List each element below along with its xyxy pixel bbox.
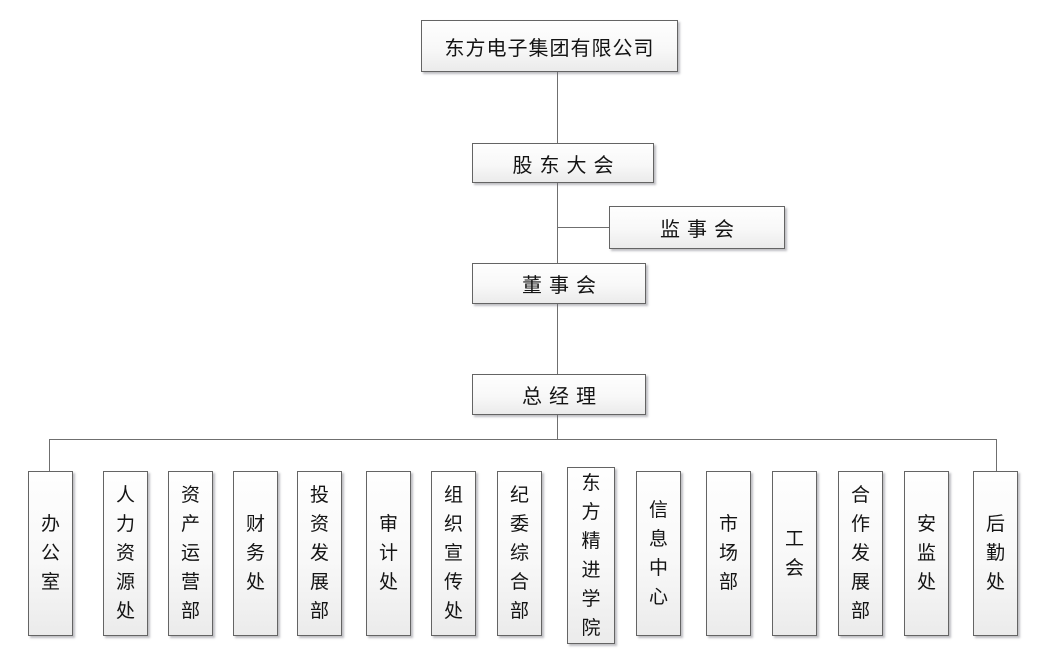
org-node-supervisory-board-label: 监事会: [660, 219, 741, 241]
connector-gm-to-rail: [557, 415, 558, 439]
org-node-general-manager: 总经理: [472, 374, 646, 415]
org-node-company-label: 东方电子集团有限公司: [444, 37, 655, 60]
department-label-char: 投: [309, 485, 329, 506]
department-label-char: 合: [509, 572, 529, 593]
department-label-char: 发: [309, 543, 329, 564]
org-node-board-of-directors: 董事会: [472, 263, 646, 304]
department-node-12: 工会: [772, 471, 817, 636]
department-label-char: 场: [718, 543, 738, 564]
department-label-char: 会: [784, 557, 804, 579]
connector-department-rail: [49, 439, 997, 440]
department-label-char: 展: [309, 572, 329, 593]
department-node-4: 财务处: [233, 471, 278, 636]
department-label-char: 展: [850, 572, 870, 593]
department-label-char: 力: [115, 514, 135, 535]
department-label-char: 资: [309, 514, 329, 535]
department-label-char: 办: [40, 514, 60, 535]
department-label-char: 营: [180, 572, 200, 593]
department-node-9: 东方精进学院: [567, 467, 615, 644]
org-node-general-manager-label: 总经理: [522, 386, 603, 408]
department-label-char: 部: [509, 601, 529, 622]
department-node-3: 资产运营部: [168, 471, 213, 636]
department-node-5: 投资发展部: [297, 471, 342, 636]
department-label-char: 部: [180, 601, 200, 622]
department-label-char: 作: [850, 514, 870, 535]
department-label-char: 合: [850, 485, 870, 506]
department-label-char: 产: [180, 514, 200, 535]
department-label-char: 勤: [985, 543, 1005, 564]
department-label-char: 进: [581, 559, 601, 581]
department-label-char: 部: [309, 601, 329, 622]
department-node-1: 办公室: [28, 471, 73, 636]
department-label-char: 综: [509, 543, 529, 564]
department-label-char: 处: [985, 572, 1005, 593]
department-node-15: 后勤处: [973, 471, 1018, 636]
department-label-char: 后: [985, 514, 1005, 535]
department-label-char: 工: [784, 528, 804, 550]
department-label-char: 中: [648, 557, 668, 579]
org-node-board-of-directors-label: 董事会: [522, 275, 603, 297]
department-node-13: 合作发展部: [838, 471, 883, 636]
connector-board-to-gm: [557, 304, 558, 374]
department-label-char: 息: [648, 528, 668, 550]
department-label-char: 学: [581, 588, 601, 610]
connector-rail-right-stub: [996, 440, 997, 473]
connector-shareholders-to-board: [557, 183, 558, 263]
department-label-char: 部: [718, 572, 738, 593]
department-label-char: 室: [40, 572, 60, 593]
department-label-char: 计: [378, 543, 398, 564]
department-node-11: 市场部: [706, 471, 751, 636]
department-label-char: 公: [40, 543, 60, 564]
department-label-char: 传: [443, 572, 463, 593]
connector-company-to-shareholders: [557, 72, 558, 143]
department-label-char: 财: [245, 514, 265, 535]
department-label-char: 发: [850, 543, 870, 564]
department-label-char: 处: [378, 572, 398, 593]
department-node-7: 组织宣传处: [431, 471, 476, 636]
org-node-company: 东方电子集团有限公司: [421, 20, 678, 72]
department-label-char: 方: [581, 501, 601, 523]
department-label-char: 运: [180, 543, 200, 564]
department-node-8: 纪委综合部: [497, 471, 542, 636]
department-node-2: 人力资源处: [103, 471, 148, 636]
department-label-char: 信: [648, 499, 668, 521]
department-label-char: 精: [581, 530, 601, 552]
connector-branch-to-supervisory: [558, 227, 610, 228]
department-label-char: 资: [115, 543, 135, 564]
department-label-char: 委: [509, 514, 529, 535]
department-label-char: 纪: [509, 485, 529, 506]
department-label-char: 宣: [443, 543, 463, 564]
department-node-10: 信息中心: [636, 471, 681, 636]
connector-rail-left-stub: [49, 440, 50, 471]
department-node-14: 安监处: [904, 471, 949, 636]
department-label-char: 心: [648, 586, 668, 608]
department-label-char: 处: [245, 572, 265, 593]
department-label-char: 人: [115, 485, 135, 506]
department-label-char: 安: [916, 514, 936, 535]
department-label-char: 资: [180, 485, 200, 506]
department-label-char: 市: [718, 514, 738, 535]
department-label-char: 源: [115, 572, 135, 593]
org-node-shareholders-meeting-label: 股东大会: [512, 154, 621, 177]
department-label-char: 处: [916, 572, 936, 593]
department-label-char: 处: [443, 601, 463, 622]
org-node-shareholders-meeting: 股东大会: [472, 143, 654, 183]
department-label-char: 组: [443, 485, 463, 506]
department-label-char: 监: [916, 543, 936, 564]
org-node-supervisory-board: 监事会: [609, 206, 785, 249]
department-label-char: 务: [245, 543, 265, 564]
department-label-char: 东: [581, 472, 601, 494]
department-label-char: 审: [378, 514, 398, 535]
department-node-6: 审计处: [366, 471, 411, 636]
department-label-char: 院: [581, 617, 601, 639]
department-label-char: 部: [850, 601, 870, 622]
department-label-char: 织: [443, 514, 463, 535]
department-label-char: 处: [115, 601, 135, 622]
